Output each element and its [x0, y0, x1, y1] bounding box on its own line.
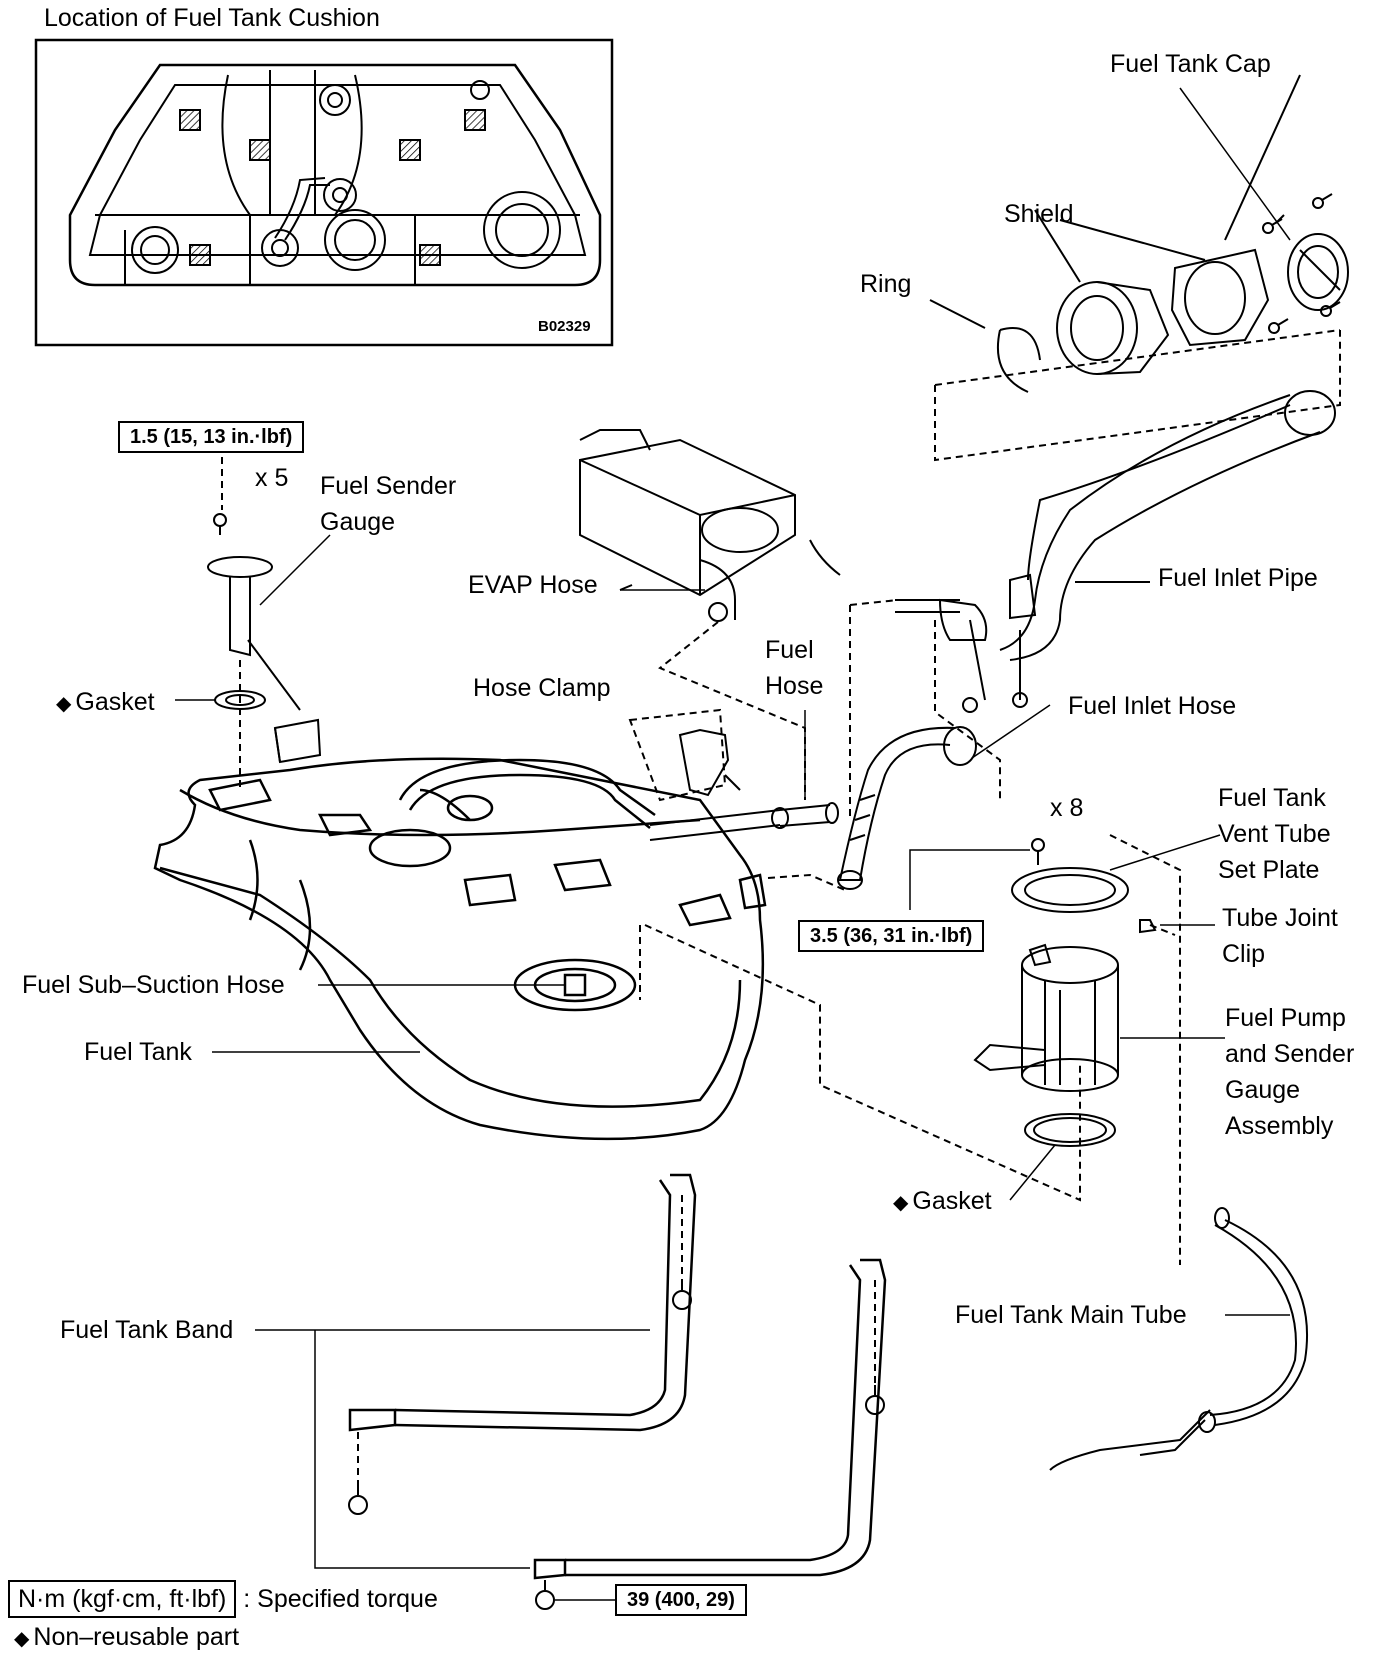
- fuel-tank-cap-label: Fuel Tank Cap: [1110, 50, 1271, 78]
- tube-joint-clip-label-2: Clip: [1222, 940, 1266, 968]
- fuel-pump-assembly-drawing: [973, 838, 1157, 1147]
- inlet-hose-leader: [971, 704, 1051, 759]
- x8-bracket: [909, 849, 1030, 910]
- fuel-inlet-pipe-label: Fuel Inlet Pipe: [1158, 564, 1318, 592]
- pump-assembly-label-4: Assembly: [1225, 1112, 1334, 1140]
- gasket-bottom-leader: [1009, 1144, 1056, 1201]
- gasket-top-text: Gasket: [75, 688, 155, 716]
- sender-gauge-torque: 1.5 (15, 13 in.·lbf): [118, 421, 305, 453]
- cap-leader: [1179, 87, 1291, 241]
- fuel-tank-main-tube-drawing: [1049, 1207, 1309, 1471]
- fuel-sender-gauge-label-1: Fuel Sender: [320, 472, 457, 500]
- vent-tube-plate-label-2: Vent Tube: [1218, 820, 1331, 848]
- inset-tank-outline: [68, 63, 602, 287]
- pump-dashed-guide: [1109, 834, 1181, 1265]
- shield-drawing: [1034, 209, 1270, 375]
- pump-plate-torque: 3.5 (36, 31 in.·lbf): [798, 920, 985, 952]
- legend-non-reusable: ◆Non–reusable part: [14, 1620, 239, 1656]
- tank-dashed-guide: [639, 924, 1081, 1202]
- fuel-tank-main-tube-label: Fuel Tank Main Tube: [955, 1301, 1187, 1329]
- vent-tube-plate-label-1: Fuel Tank: [1218, 784, 1326, 812]
- ring-label: Ring: [860, 270, 912, 298]
- tank-inlet-dashed-guide: [767, 873, 846, 891]
- cap-screws: [1262, 193, 1341, 334]
- hose-clamp-label: Hose Clamp: [473, 674, 611, 702]
- legend-torque-desc: : Specified torque: [243, 1585, 438, 1613]
- gasket-bottom-text: Gasket: [912, 1187, 992, 1215]
- band-bracket: [255, 1329, 650, 1569]
- evap-canister-drawing: [579, 429, 841, 622]
- vent-tube-plate-label-3: Set Plate: [1218, 856, 1320, 884]
- band-bolts: [348, 1280, 885, 1610]
- x5-label: x 5: [255, 464, 289, 492]
- legend-non-reusable-text: Non–reusable part: [33, 1623, 240, 1651]
- fuel-inlet-pipe-drawing: [895, 390, 1336, 713]
- inset-code: B02329: [538, 318, 591, 335]
- pump-assembly-label-3: Gauge: [1225, 1076, 1301, 1104]
- fuel-inlet-hose-drawing: [837, 726, 977, 890]
- band-bolt-torque: 39 (400, 29): [615, 1584, 747, 1616]
- fuel-tank-band-drawing: [348, 1173, 887, 1580]
- cap-dashed-guide: [934, 329, 1341, 462]
- fuel-hose-label-2: Hose: [765, 672, 824, 700]
- fuel-sub-suction-hose-label: Fuel Sub–Suction Hose: [22, 971, 285, 999]
- fuel-hose-dashed-guide: [849, 599, 899, 820]
- sender-gauge-leader: [259, 534, 331, 606]
- non-reusable-marker: ◆: [56, 693, 72, 715]
- gasket-top-label: ◆Gasket: [56, 684, 155, 722]
- non-reusable-symbol: ◆: [14, 1628, 30, 1650]
- pump-assembly-label-2: and Sender: [1225, 1040, 1355, 1068]
- inlet-dashed-guide: [934, 620, 1001, 800]
- inset-frame: [34, 38, 614, 347]
- tube-joint-clip-label-1: Tube Joint: [1222, 904, 1338, 932]
- cushion-markers: [179, 109, 486, 266]
- x8-label: x 8: [1050, 794, 1084, 822]
- gasket-bottom-label: ◆Gasket: [893, 1183, 992, 1221]
- fuel-tank-cap-drawing: [1224, 74, 1349, 311]
- ring-drawing: [929, 299, 1041, 393]
- inset-title: Location of Fuel Tank Cushion: [44, 4, 380, 32]
- sender-dashed-guide: [221, 445, 241, 790]
- legend-torque: N·m (kgf·cm, ft·lbf) : Specified torque: [8, 1580, 438, 1618]
- evap-hose-label: EVAP Hose: [468, 571, 598, 599]
- fuel-sender-gauge-label-2: Gauge: [320, 508, 396, 536]
- fuel-tank-drawing: [153, 757, 767, 1141]
- fuel-hose-label-1: Fuel: [765, 636, 814, 664]
- band-dashed-guide: [357, 1195, 876, 1585]
- shield-label: Shield: [1004, 200, 1074, 228]
- fuel-tank-band-label: Fuel Tank Band: [60, 1316, 234, 1344]
- pump-assembly-label-1: Fuel Pump: [1225, 1004, 1346, 1032]
- fuel-inlet-hose-label: Fuel Inlet Hose: [1068, 692, 1237, 720]
- fuel-sender-gauge-drawing: [207, 513, 322, 764]
- hose-clamp-drawing: [628, 708, 741, 802]
- legend-torque-unit: N·m (kgf·cm, ft·lbf): [8, 1580, 237, 1618]
- pump-plate-leader: [1109, 834, 1225, 1039]
- fuel-tank-label: Fuel Tank: [84, 1038, 192, 1066]
- non-reusable-marker: ◆: [893, 1192, 909, 1214]
